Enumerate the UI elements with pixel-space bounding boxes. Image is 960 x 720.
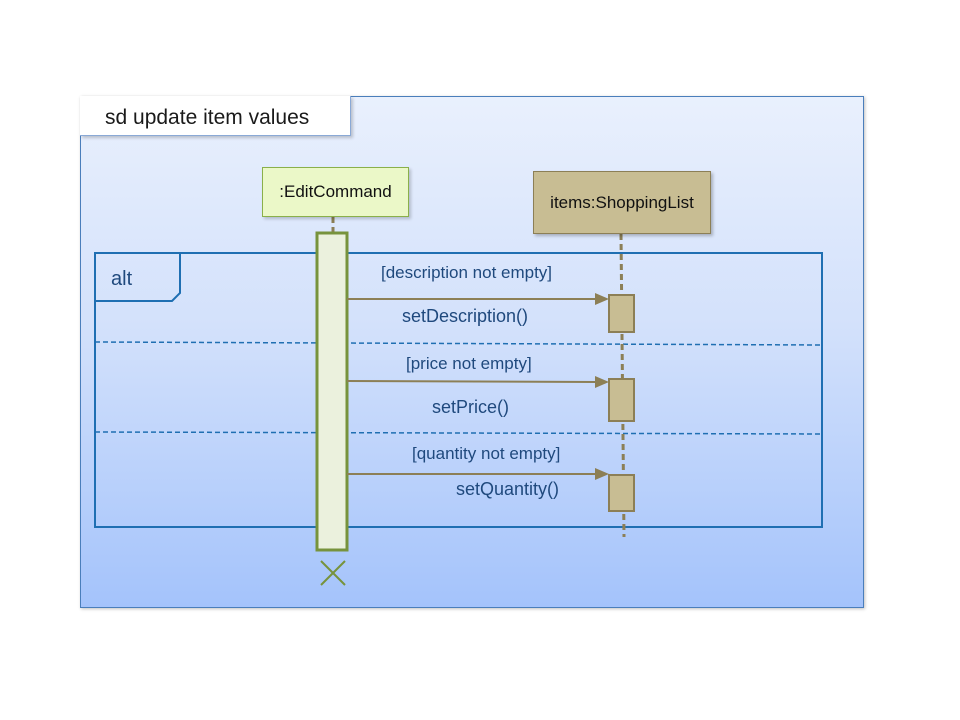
alt-operator-label: alt — [111, 268, 133, 290]
set-quantity-activation — [608, 474, 635, 512]
operand-separator-1 — [94, 341, 823, 346]
message-set-price: setPrice() — [432, 397, 510, 417]
edit-command-activation — [315, 231, 349, 552]
edit-command-lifeline-head: :EditCommand — [262, 167, 409, 217]
message-set-quantity: setQuantity() — [456, 479, 560, 499]
set-description-activation — [608, 294, 635, 333]
alt-operator-tab — [95, 252, 181, 302]
alt-fragment-box — [94, 252, 823, 528]
shopping-list-lifeline-head: items:ShoppingList — [533, 171, 711, 234]
guard-description: [description not empty] — [381, 263, 553, 282]
message-set-description: setDescription() — [402, 306, 529, 326]
frame-title: sd update item values — [80, 96, 351, 136]
message-arrow-set-price — [346, 376, 609, 388]
message-arrow-set-quantity — [347, 468, 609, 480]
guard-price: [price not empty] — [406, 354, 532, 373]
destruction-x-icon — [320, 560, 346, 586]
set-price-activation — [608, 378, 635, 422]
sequence-diagram-frame — [80, 96, 864, 608]
operand-separator-2 — [94, 431, 823, 435]
message-arrow-set-description — [347, 293, 609, 305]
guard-quantity: [quantity not empty] — [412, 444, 561, 463]
